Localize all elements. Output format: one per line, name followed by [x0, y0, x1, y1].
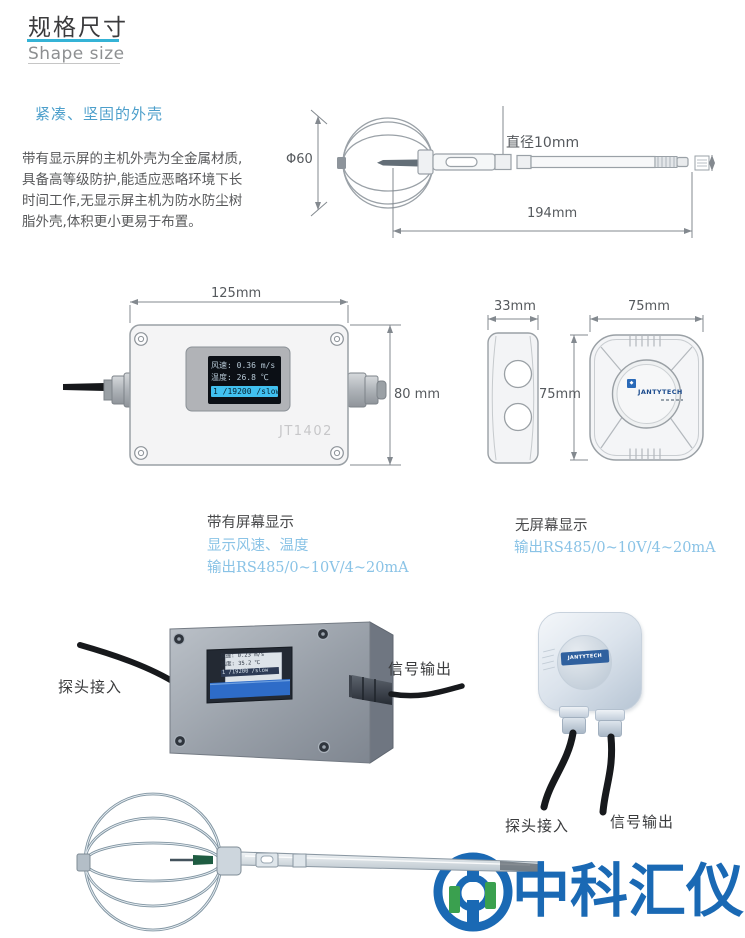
variant-with-screen-feature2: 输出RS485/0~10V/4~20mA: [207, 560, 409, 576]
right-cable-gland: [347, 372, 387, 408]
transmitter-front-view: [589, 334, 704, 461]
brand-logo-subtext: [660, 399, 683, 401]
dimension-lines: [487, 315, 704, 461]
paragraph-line: 脂外壳,体积更小更易于布置。: [22, 214, 202, 230]
dim-probe-length: 194mm: [527, 206, 578, 221]
corner-screws: [134, 332, 344, 460]
oled-line-comm: 1 /19200 /slow: [211, 386, 281, 397]
oled-line-temperature: 温度: 26.8 ℃: [211, 373, 269, 382]
dim-ball-diameter: Φ60: [286, 152, 313, 167]
transmitter-cables: [540, 729, 616, 816]
label-probe-in: 探头接入: [58, 678, 123, 696]
sensor-tip: [377, 159, 418, 167]
corner-screws: [172, 627, 331, 754]
page-subtitle: Shape size: [28, 44, 125, 64]
sensor-tip-green: [193, 855, 213, 865]
dimension-lines: [310, 106, 693, 238]
signal-cable: [388, 683, 465, 699]
probe-rod: [240, 851, 539, 873]
transmitter-side-view: [487, 332, 539, 464]
paragraph-line: 时间工作,无显示屏主机为防水防尘树: [22, 193, 243, 209]
watermark-text: 中科汇仪: [512, 857, 745, 925]
rod-slot: [260, 855, 274, 864]
probe-ribbed-end: [654, 156, 678, 168]
label-signal-out: 信号输出: [610, 813, 675, 831]
probe-handle: [417, 149, 689, 175]
cage-collar: [216, 846, 242, 876]
rod-joint: [292, 853, 307, 868]
variant-no-screen-feature1: 输出RS485/0~10V/4~20mA: [514, 540, 716, 556]
transmitter-dimension-drawing: [487, 315, 704, 464]
left-cable: [63, 383, 105, 391]
oled-line-windspeed: 风速: 0.36 m/s: [211, 361, 276, 370]
model-number: JT1402: [279, 424, 333, 439]
cage-left-hub: [76, 853, 91, 872]
dim-transmitter-width: 75mm: [628, 299, 670, 314]
label-signal-out: 信号输出: [388, 660, 453, 678]
cage-left-hub: [337, 157, 346, 169]
probe-dimension-drawing: [310, 106, 715, 238]
render-display-content: 风速: 0.23 m/s 温度: 35.2 ℃ 1 /19200 /slow: [220, 651, 280, 677]
dim-rod-diameter: 直径10mm: [506, 135, 580, 151]
variant-no-screen-title: 无屏幕显示: [515, 518, 588, 534]
variant-with-screen-feature1: 显示风速、温度: [207, 538, 309, 554]
rod-shadow-end: [500, 861, 538, 872]
paragraph-line: 具备高等级防护,能适应恶略环境下长: [22, 172, 243, 188]
intro-paragraph: 带有显示屏的主机外壳为全金属材质, 具备高等级防护,能适应恶略环境下长 时间工作…: [22, 149, 314, 233]
paragraph-line: 带有显示屏的主机外壳为全金属材质,: [22, 151, 243, 167]
page-title: 规格尺寸: [28, 15, 128, 41]
title-accent-underline: [27, 39, 119, 42]
dimension-lines: [129, 299, 401, 466]
subtitle-underline: [28, 63, 120, 64]
stripe-highlight: [209, 679, 291, 686]
probe-cable: [540, 729, 577, 811]
brand-logo: ◆ JANTYTECH: [627, 379, 683, 401]
brand-logo-text: JANTYTECH: [638, 388, 683, 396]
probe-render: [76, 792, 539, 932]
dim-unit-width: 125mm: [211, 286, 262, 301]
dim-transmitter-depth: 33mm: [494, 299, 536, 314]
end-detail-box: [694, 155, 715, 171]
signal-cable-gland: [352, 675, 392, 705]
dim-unit-height: 80 mm: [394, 387, 441, 402]
section-heading: 紧凑、坚固的外壳: [35, 105, 164, 123]
dim-transmitter-height: 75mm: [539, 387, 581, 402]
oled-display-content: 风速: 0.36 m/s 温度: 26.8 ℃ 1 /19200 /slow: [208, 356, 281, 404]
brand-logo-icon: ◆: [627, 379, 636, 388]
label-probe-in: 探头接入: [505, 817, 570, 835]
signal-cable: [599, 733, 616, 816]
variant-with-screen-title: 带有屏幕显示: [207, 515, 294, 531]
probe-cable: [77, 642, 180, 687]
